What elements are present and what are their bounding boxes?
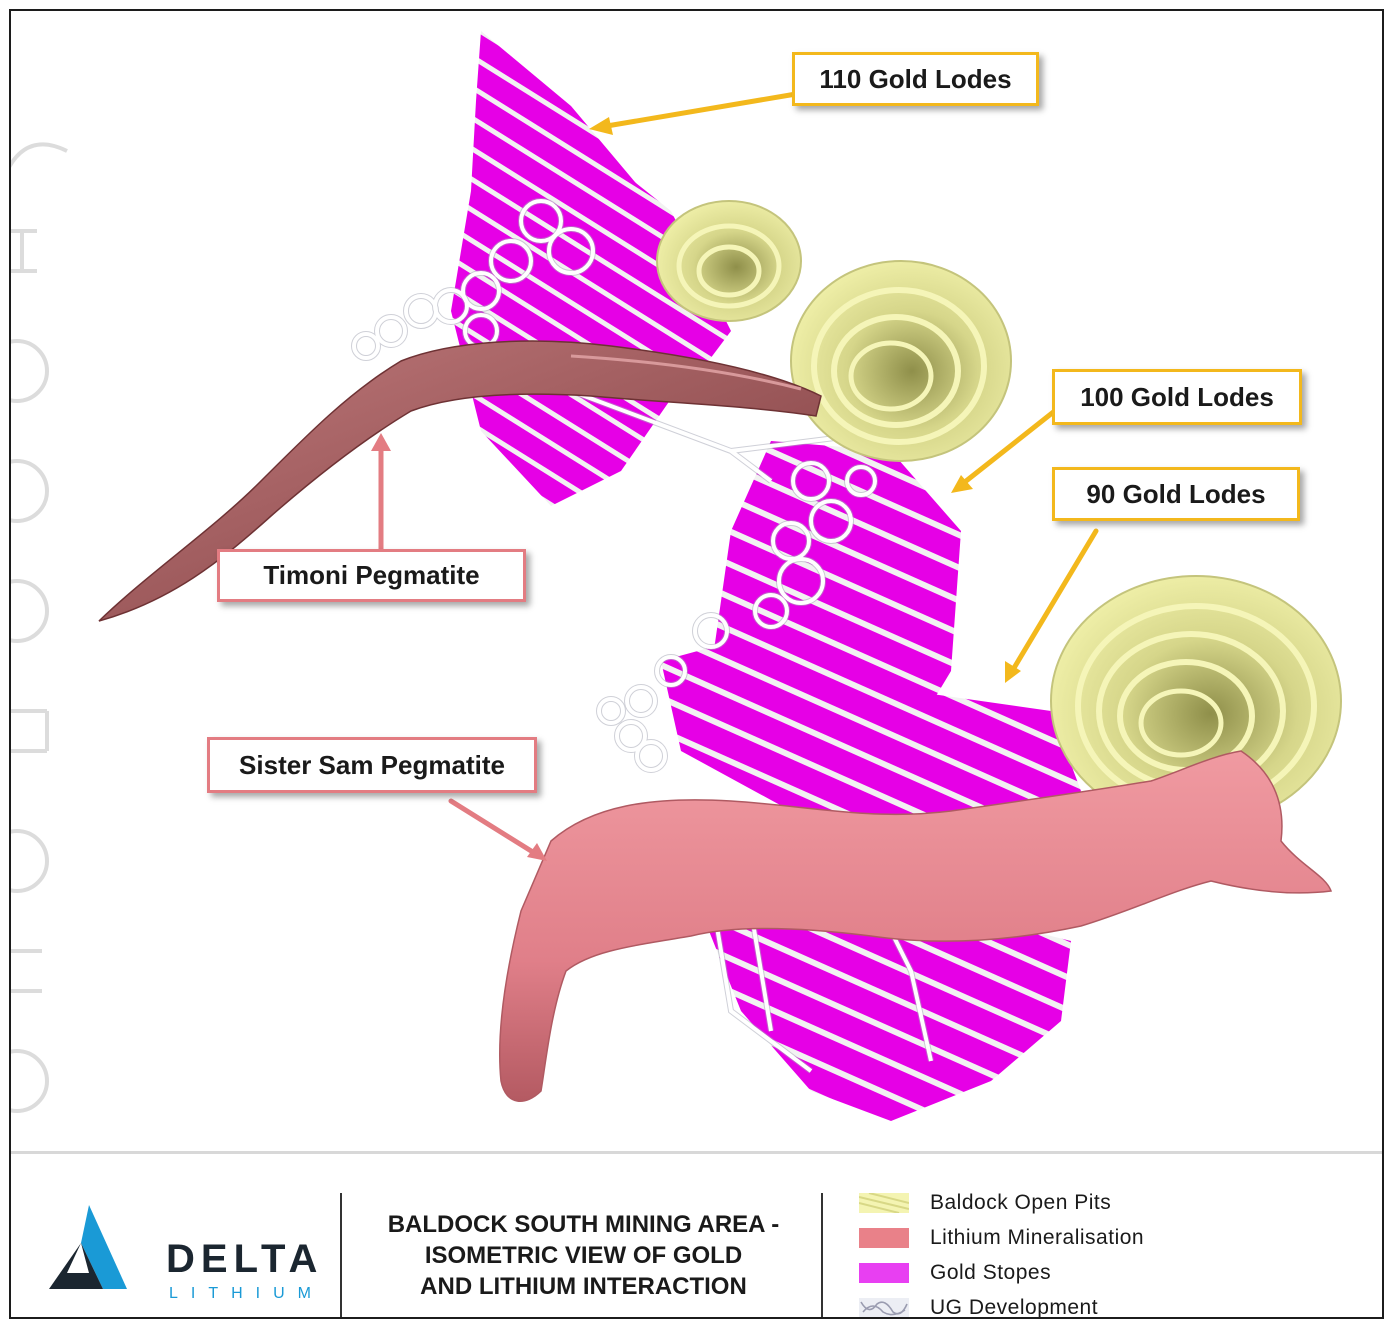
footer: DELTA LITHIUM BALDOCK SOUTH MINING AREA … — [11, 1151, 1384, 1319]
lithium-swatch — [859, 1228, 909, 1248]
figure-title-line: AND LITHIUM INTERACTION — [351, 1271, 816, 1302]
open-pit-swatch — [859, 1193, 909, 1213]
callout-110-gold-lodes: 110 Gold Lodes — [792, 52, 1039, 106]
legend-item-lithium: Lithium Mineralisation — [859, 1224, 1144, 1252]
footer-divider — [11, 1151, 1384, 1154]
callout-90-gold-lodes: 90 Gold Lodes — [1052, 467, 1300, 521]
figure-title-line: ISOMETRIC VIEW OF GOLD — [351, 1240, 816, 1271]
legend-label: UG Development — [930, 1296, 1098, 1319]
delta-lithium-logo: DELTA LITHIUM — [41, 1203, 321, 1293]
figure-title-line: BALDOCK SOUTH MINING AREA - — [351, 1209, 816, 1240]
figure-title: BALDOCK SOUTH MINING AREA - ISOMETRIC VI… — [351, 1209, 816, 1302]
gold-stopes-swatch — [859, 1263, 909, 1283]
legend-label: Baldock Open Pits — [930, 1191, 1111, 1215]
footer-separator-left — [340, 1193, 342, 1318]
callout-timoni-pegmatite: Timoni Pegmatite — [217, 549, 526, 602]
legend-item-ug-development: UG Development — [859, 1294, 1098, 1319]
logo-word: DELTA — [166, 1237, 323, 1282]
footer-separator-right — [821, 1193, 823, 1318]
callout-100-gold-lodes: 100 Gold Lodes — [1052, 369, 1302, 425]
legend-item-open-pits: Baldock Open Pits — [859, 1189, 1111, 1217]
legend-item-gold-stopes: Gold Stopes — [859, 1259, 1051, 1287]
logo-subword: LITHIUM — [169, 1285, 324, 1303]
diagram-frame: 110 Gold Lodes 100 Gold Lodes 90 Gold Lo… — [9, 9, 1384, 1319]
legend-label: Gold Stopes — [930, 1261, 1051, 1285]
delta-logo-icon — [41, 1203, 141, 1293]
ug-development-swatch — [859, 1298, 909, 1318]
callout-sister-sam-pegmatite: Sister Sam Pegmatite — [207, 737, 537, 793]
legend-label: Lithium Mineralisation — [930, 1226, 1144, 1250]
